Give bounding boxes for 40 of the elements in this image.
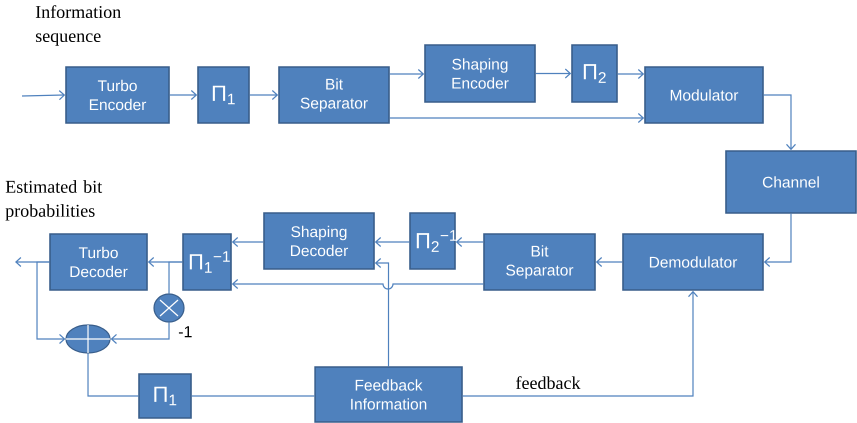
gain-label: -1 bbox=[178, 326, 192, 338]
annotation-text: Information sequence bbox=[36, 5, 121, 46]
process-box: Π$_{2}$−1 bbox=[409, 212, 457, 270]
arrow bbox=[764, 214, 792, 267]
process-box: Bit Separator bbox=[483, 233, 596, 291]
arrow bbox=[110, 322, 170, 344]
arrow bbox=[232, 237, 264, 247]
process-box: Channel bbox=[725, 150, 857, 214]
arrow bbox=[764, 94, 796, 150]
arrow bbox=[618, 69, 644, 79]
process-box: Modulator bbox=[644, 66, 764, 124]
arrow bbox=[596, 257, 622, 267]
process-box: Π$_{2}$ bbox=[571, 44, 618, 103]
arrow bbox=[22, 90, 66, 100]
process-box: Π$_{1}$ bbox=[197, 66, 250, 124]
annotation-text: Estimated bit probabilities bbox=[6, 180, 102, 220]
edge-label: feedback bbox=[514, 375, 582, 390]
arrow bbox=[170, 90, 198, 100]
arrow bbox=[374, 258, 390, 366]
arrow bbox=[168, 261, 182, 294]
multiplier-symbol bbox=[153, 293, 185, 323]
process-box: Π$_{1}$ bbox=[138, 373, 192, 419]
arrow bbox=[250, 90, 278, 100]
arrow bbox=[390, 113, 644, 123]
arrow bbox=[36, 261, 66, 344]
arrow bbox=[462, 290, 698, 397]
process-box: Shaping Decoder bbox=[263, 212, 375, 270]
arrow bbox=[456, 237, 484, 247]
process-box: Feedback Information bbox=[314, 366, 463, 423]
process-box: Turbo Decoder bbox=[49, 233, 148, 291]
process-box: Shaping Encoder bbox=[424, 44, 536, 103]
arrow bbox=[390, 69, 424, 79]
process-box: Demodulator bbox=[622, 233, 764, 291]
arrow bbox=[536, 68, 572, 78]
arrow bbox=[232, 279, 484, 290]
arrow bbox=[374, 237, 410, 247]
process-box: Bit Separator bbox=[278, 66, 390, 124]
process-box: Π$_{1}$−1 bbox=[182, 233, 232, 291]
adder-symbol bbox=[65, 324, 111, 354]
process-box: Turbo Encoder bbox=[65, 66, 170, 124]
